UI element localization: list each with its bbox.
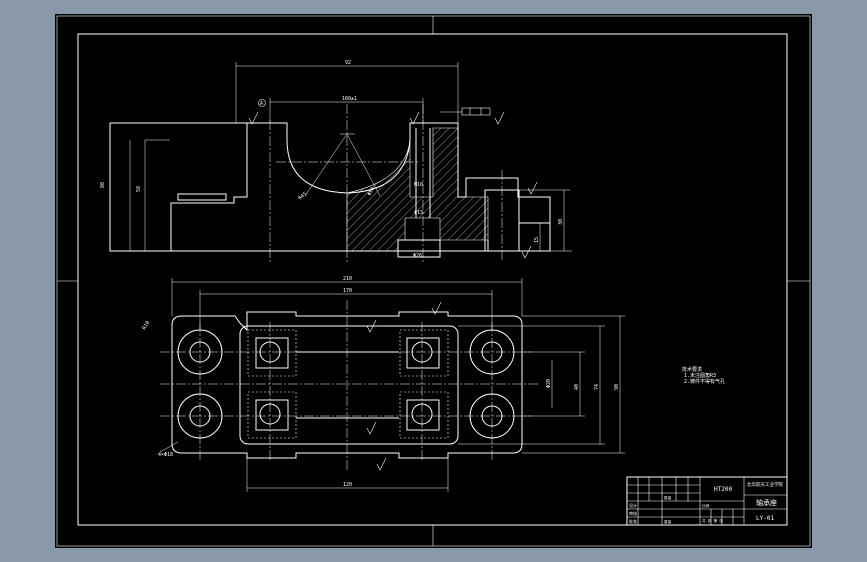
svg-text:R10: R10 bbox=[142, 320, 152, 331]
svg-text:Φ20: Φ20 bbox=[546, 379, 552, 388]
svg-text:Φ26: Φ26 bbox=[413, 253, 422, 259]
material-label: HT200 bbox=[714, 486, 732, 493]
svg-text:Φ90: Φ90 bbox=[367, 186, 377, 197]
datum-a-label: A bbox=[260, 101, 263, 107]
svg-text:160±1: 160±1 bbox=[342, 96, 357, 102]
sheet-cell: 共 张 第 张 bbox=[702, 518, 723, 523]
svg-text:40: 40 bbox=[574, 384, 580, 390]
scale-cell: 比例 bbox=[702, 503, 710, 508]
part-name-label: 轴承座 bbox=[756, 498, 777, 507]
notes-line-1: 1.未注圆角R3 bbox=[684, 372, 716, 379]
notes-heading: 技术要求 bbox=[682, 366, 702, 373]
top-view: 210 170 120 90 74 40 Φ20 R10 4×Φ18 bbox=[142, 276, 625, 492]
svg-text:90: 90 bbox=[614, 384, 620, 390]
design-cell: 设计 bbox=[629, 502, 637, 508]
svg-text:R45: R45 bbox=[297, 191, 308, 201]
svg-text:210: 210 bbox=[343, 276, 352, 282]
centering-marks bbox=[57, 16, 810, 546]
svg-text:58: 58 bbox=[136, 186, 142, 192]
drawing-number-label: LY-01 bbox=[756, 515, 774, 522]
institution-label: 北华航天工业学院 bbox=[747, 481, 783, 488]
drawing-background bbox=[55, 14, 812, 548]
svg-text:80: 80 bbox=[100, 182, 106, 188]
boss-pads bbox=[247, 329, 449, 439]
section-hatch bbox=[346, 127, 489, 252]
technical-notes: 技术要求 1.未注圆角R3 2.铸件不得有气孔 bbox=[682, 366, 725, 385]
weight-cell: 重量 bbox=[664, 519, 672, 524]
svg-text:Φ13: Φ13 bbox=[414, 210, 423, 216]
quantity-cell: 数量 bbox=[664, 495, 672, 500]
approve-cell: 批准 bbox=[629, 518, 637, 524]
svg-text:M10: M10 bbox=[414, 182, 423, 188]
title-block: HT200 北华航天工业学院 轴承座 LY-01 设计 审核 批准 比例 共 张… bbox=[626, 476, 788, 526]
notes-line-2: 2.铸件不得有气孔 bbox=[684, 378, 725, 385]
svg-text:4×Φ18: 4×Φ18 bbox=[158, 452, 173, 458]
svg-text:120: 120 bbox=[343, 482, 352, 488]
svg-text:15: 15 bbox=[534, 237, 540, 243]
svg-text:170: 170 bbox=[343, 288, 352, 294]
front-view: 92 160±1 80 58 30 15 A R45 Φ90 bbox=[100, 60, 572, 262]
base-outline bbox=[171, 311, 523, 459]
drawing-frame bbox=[77, 33, 788, 526]
svg-text:92: 92 bbox=[345, 60, 351, 66]
svg-text:74: 74 bbox=[594, 384, 600, 390]
svg-text:30: 30 bbox=[558, 219, 564, 225]
roughness-symbols bbox=[248, 111, 538, 259]
check-cell: 审核 bbox=[629, 510, 637, 516]
